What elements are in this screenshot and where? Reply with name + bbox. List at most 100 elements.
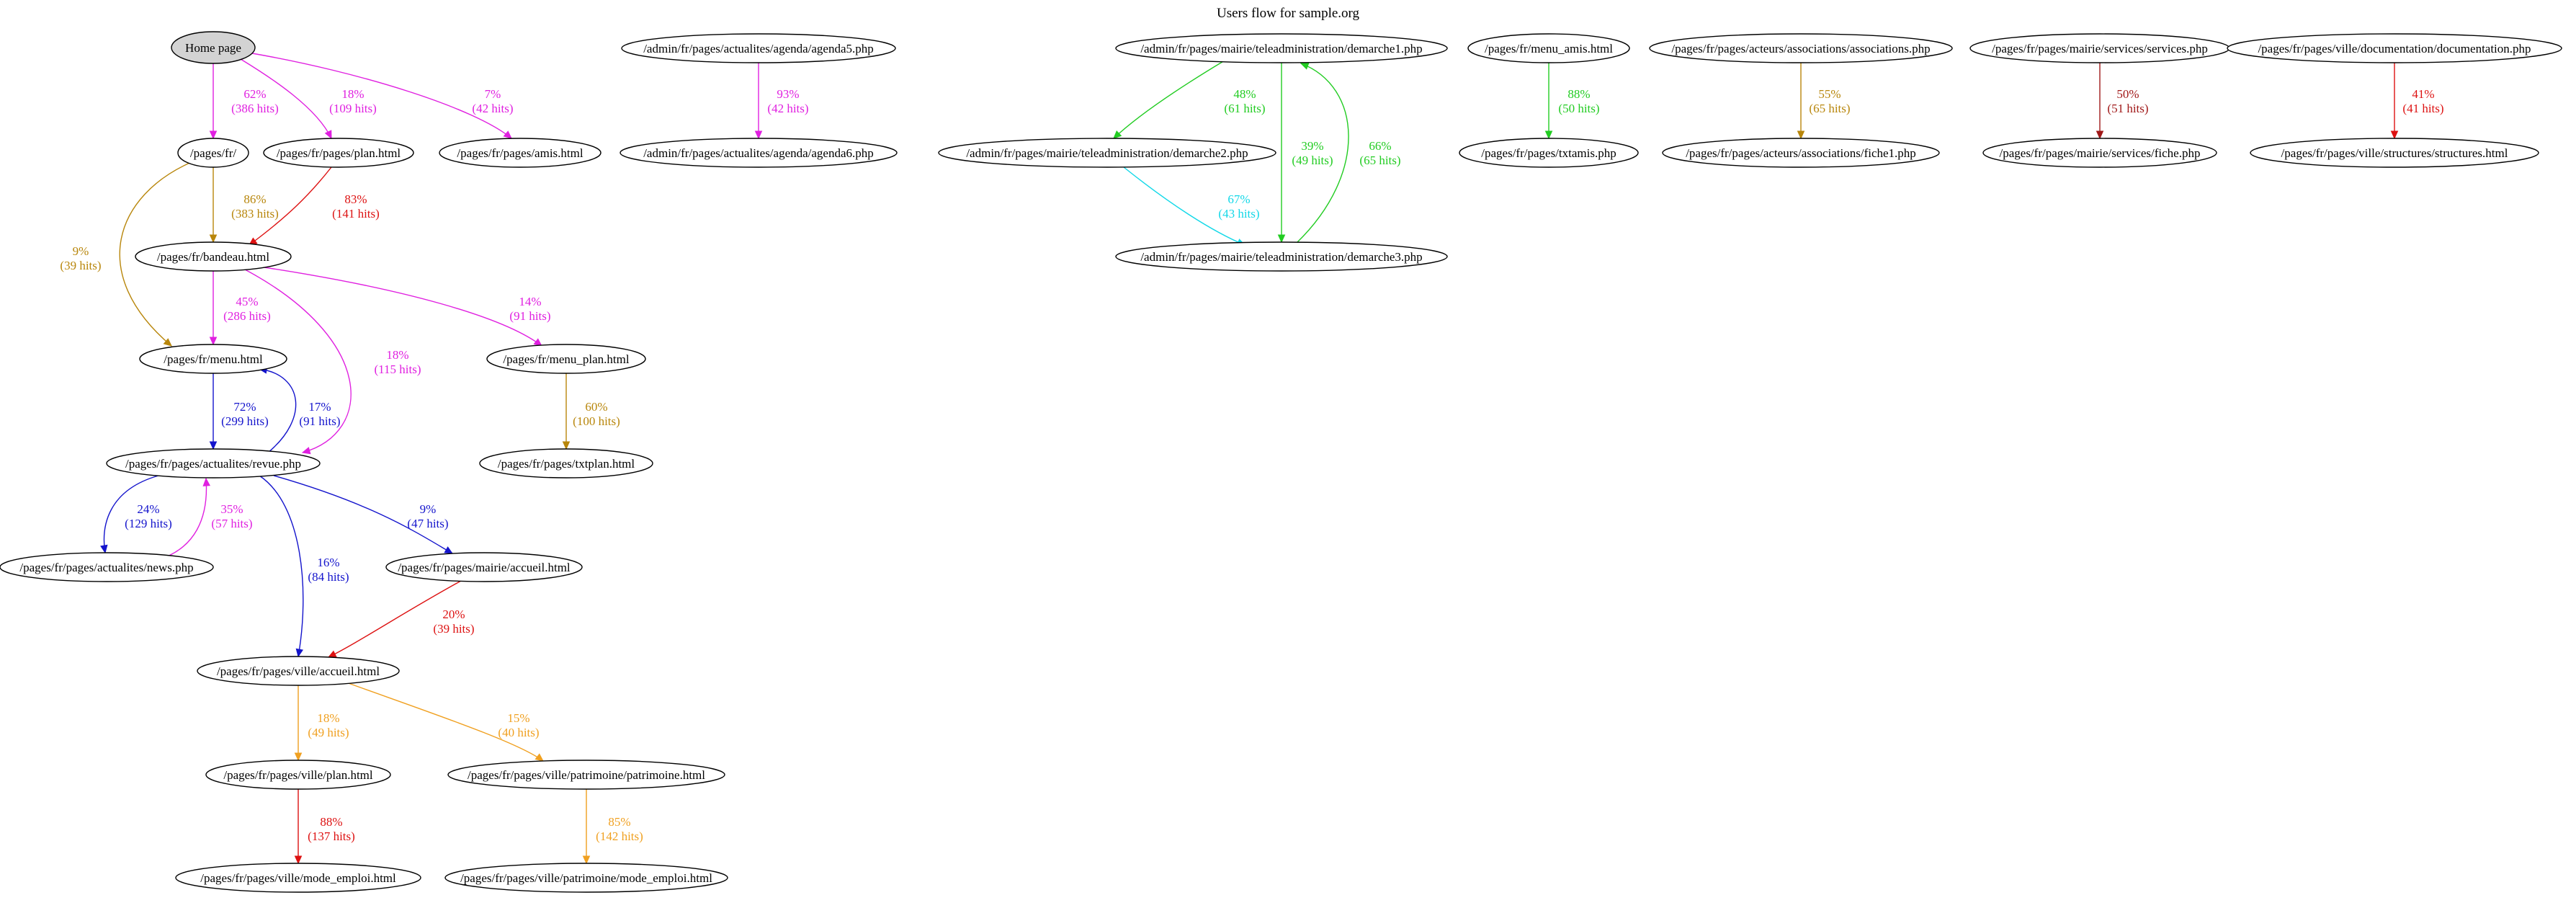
node-villeplan: /pages/fr/pages/ville/plan.html xyxy=(205,760,391,790)
edge-label-hits: (91 hits) xyxy=(509,309,550,323)
edge-label-percent: 60% xyxy=(585,400,607,414)
edge-label-hits: (50 hits) xyxy=(1558,102,1599,115)
node-label: /pages/fr/ xyxy=(190,146,236,160)
node-agenda6: /admin/fr/pages/actualites/agenda/agenda… xyxy=(620,138,898,168)
node-ellipse xyxy=(620,138,898,168)
node-menuplan: /pages/fr/menu_plan.html xyxy=(486,344,646,374)
node-demarche2: /admin/fr/pages/mairie/teleadministratio… xyxy=(938,138,1276,168)
node-revue: /pages/fr/pages/actualites/revue.php xyxy=(106,448,321,479)
edge-label-hits: (40 hits) xyxy=(498,726,539,739)
edge-label-hits: (39 hits) xyxy=(60,259,101,272)
edge-label-hits: (299 hits) xyxy=(221,414,269,428)
edge-arrowhead xyxy=(209,234,218,244)
edge-label-percent: 16% xyxy=(317,556,339,569)
edge-arrowhead xyxy=(444,546,454,554)
edge-fr-to-menu xyxy=(119,161,194,347)
edge-arrowhead xyxy=(2390,130,2399,140)
edge-plan-to-bandeau xyxy=(249,166,332,246)
edge-label-percent: 9% xyxy=(420,502,437,516)
diagram-title: Users flow for sample.org xyxy=(1216,6,1360,21)
edge-label-percent: 17% xyxy=(308,400,331,414)
node-amis: /pages/fr/pages/amis.html xyxy=(439,138,601,168)
edge-label-percent: 14% xyxy=(519,295,541,308)
edge-labels-layer: 62%(386 hits)18%(109 hits)7%(42 hits)86%… xyxy=(60,87,2443,843)
edge-label-hits: (61 hits) xyxy=(1224,102,1265,115)
edge-label-hits: (141 hits) xyxy=(332,207,380,221)
edge-arrowhead xyxy=(100,544,108,554)
edge-demarche3-to-demarche1 xyxy=(1296,63,1349,244)
edge-bandeau-to-menuplan xyxy=(259,266,542,347)
edge-label-hits: (286 hits) xyxy=(223,309,271,323)
node-label: /pages/fr/pages/amis.html xyxy=(457,146,583,160)
edge-arrowhead xyxy=(202,477,211,486)
node-label: /pages/fr/pages/ville/structures/structu… xyxy=(2281,146,2508,160)
edge-revue-to-menu xyxy=(259,368,297,453)
edge-revue-to-mairieaccueil xyxy=(273,475,453,554)
edge-label-percent: 15% xyxy=(507,711,529,725)
node-label: /pages/fr/pages/mairie/accueil.html xyxy=(398,561,571,574)
node-agenda5: /admin/fr/pages/actualites/agenda/agenda… xyxy=(621,33,896,63)
node-ellipse xyxy=(486,344,646,374)
node-demarche1: /admin/fr/pages/mairie/teleadministratio… xyxy=(1115,33,1448,63)
node-ellipse xyxy=(621,33,896,63)
edge-villeaccueil-to-patrimoine xyxy=(344,681,544,762)
edge-label-percent: 67% xyxy=(1227,192,1250,206)
node-label: /pages/fr/pages/mairie/services/services… xyxy=(1992,42,2208,55)
edge-label-hits: (39 hits) xyxy=(433,622,474,636)
edge-label-hits: (43 hits) xyxy=(1218,207,1259,221)
node-ellipse xyxy=(175,863,421,893)
edge-bandeau-to-revue xyxy=(244,269,352,453)
node-ellipse xyxy=(0,552,214,582)
edge-demarche2-to-demarche3 xyxy=(1123,166,1245,246)
edge-label-hits: (49 hits) xyxy=(1292,153,1333,167)
node-label: /pages/fr/pages/txtamis.php xyxy=(1481,146,1616,160)
node-demarche3: /admin/fr/pages/mairie/teleadministratio… xyxy=(1115,241,1448,272)
node-label: /pages/fr/pages/ville/patrimoine/patrimo… xyxy=(468,768,705,782)
node-ellipse xyxy=(177,138,249,168)
edge-label-percent: 88% xyxy=(320,815,342,829)
node-label: /pages/fr/bandeau.html xyxy=(157,250,270,264)
edge-label-percent: 18% xyxy=(386,348,408,362)
edge-arrowhead xyxy=(301,447,311,455)
edge-label-hits: (42 hits) xyxy=(767,102,808,115)
edge-label-hits: (109 hits) xyxy=(329,102,377,115)
edge-label-hits: (383 hits) xyxy=(231,207,279,221)
nodes-layer: Home page/pages/fr//pages/fr/pages/plan.… xyxy=(0,31,2562,893)
node-villeaccueil: /pages/fr/pages/ville/accueil.html xyxy=(197,656,400,686)
edge-arrowhead xyxy=(295,648,304,658)
node-ellipse xyxy=(1662,138,1940,168)
node-label: /pages/fr/pages/plan.html xyxy=(277,146,401,160)
edge-demarche1-to-demarche2 xyxy=(1113,60,1225,139)
edge-label-hits: (41 hits) xyxy=(2402,102,2443,115)
edge-arrowhead xyxy=(1797,130,1805,140)
node-ellipse xyxy=(263,138,414,168)
edge-label-hits: (100 hits) xyxy=(573,414,620,428)
node-label: /pages/fr/pages/ville/patrimoine/mode_em… xyxy=(460,871,712,885)
node-ellipse xyxy=(171,31,256,64)
edge-label-percent: 24% xyxy=(137,502,159,516)
node-txtplan: /pages/fr/pages/txtplan.html xyxy=(479,448,653,479)
edge-arrowhead xyxy=(2096,130,2104,140)
edge-label-hits: (47 hits) xyxy=(407,517,448,530)
node-ellipse xyxy=(197,656,400,686)
edge-revue-to-news xyxy=(103,475,159,553)
edge-label-percent: 9% xyxy=(73,244,89,258)
edge-label-hits: (57 hits) xyxy=(211,517,252,530)
node-fiche: /pages/fr/pages/mairie/services/fiche.ph… xyxy=(1982,138,2217,168)
edge-arrowhead xyxy=(1277,234,1286,244)
edge-mairieaccueil-to-villeaccueil xyxy=(328,580,462,658)
edge-label-percent: 45% xyxy=(236,295,258,308)
node-ellipse xyxy=(1459,138,1639,168)
node-ellipse xyxy=(444,863,728,893)
edge-label-percent: 93% xyxy=(777,87,799,101)
edge-label-percent: 39% xyxy=(1301,139,1323,153)
edge-arrowhead xyxy=(209,337,218,346)
node-modeemploi: /pages/fr/pages/ville/mode_emploi.html xyxy=(175,863,421,893)
node-ellipse xyxy=(1467,33,1630,63)
edge-arrowhead xyxy=(754,130,763,140)
edge-label-percent: 85% xyxy=(608,815,630,829)
edge-label-hits: (142 hits) xyxy=(596,829,643,843)
edge-label-hits: (49 hits) xyxy=(308,726,349,739)
node-ellipse xyxy=(1649,33,1953,63)
edge-arrowhead xyxy=(562,441,571,450)
